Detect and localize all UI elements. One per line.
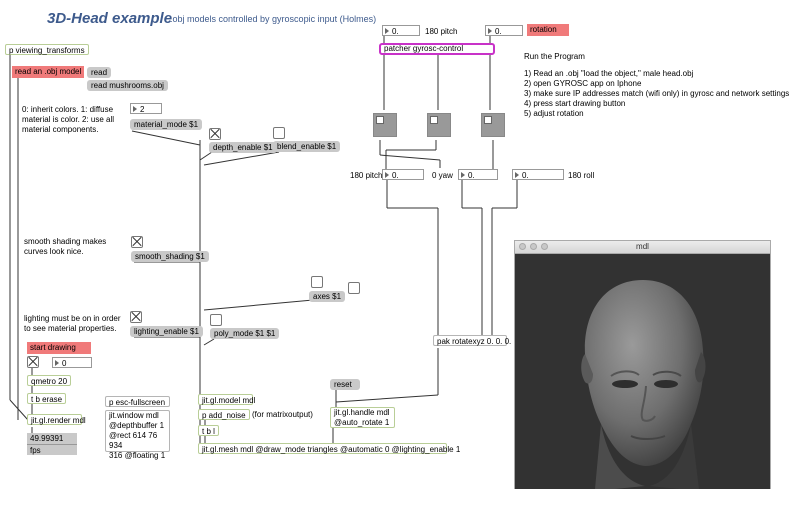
patcher-gyrosc-control[interactable]: patcher gyrosc-control [379,43,495,55]
pitch-label: 180 pitch [350,171,383,180]
yaw-label: 0 yaw [432,171,453,180]
read-model-button[interactable]: read an .obj model [12,66,85,78]
head-render [515,254,770,489]
page-subtitle: .obj models controlled by gyroscopic inp… [170,14,377,24]
axes-toggle[interactable] [311,276,323,288]
dial-yaw[interactable] [427,113,451,137]
lighting-comment: lighting must be on in order to see mate… [24,314,121,333]
mesh-object[interactable]: jit.gl.mesh mdl @draw_mode triangles @au… [198,443,460,454]
tb-erase-object[interactable]: t b erase [27,393,67,404]
poly-mode-message[interactable]: poly_mode $1 $1 [210,328,280,339]
window-object-line: @rect 614 76 934 [109,431,158,450]
rotation-number[interactable]: 0. [485,25,523,36]
rotation-label[interactable]: rotation [527,24,569,36]
run-step: 3) make sure IP addresses match (wifi on… [524,89,790,98]
window-object-line: 316 @floating 1 [109,451,166,460]
zoom-icon[interactable] [541,243,548,250]
handle-object[interactable]: jit.gl.handle mdl @auto_rotate 1 [330,407,395,428]
start-toggle[interactable] [27,356,39,368]
poly-mode-toggle[interactable] [210,314,222,326]
material-comment: 0: inherit colors. 1: diffuse material i… [22,105,115,134]
blend-enable-toggle[interactable] [273,127,285,139]
fps-label: fps [30,446,41,455]
smooth-comment: smooth shading makes curves look nice. [24,237,107,256]
fps-display: 49.99391 fps [27,433,77,455]
axes-extra-toggle[interactable] [348,282,360,294]
roll-label: 180 roll [568,171,595,180]
smooth-shading-message[interactable]: smooth_shading $1 [131,251,209,262]
window-object-line: jit.window mdl [109,411,159,420]
zero-number[interactable]: 0 [52,357,92,368]
start-drawing-button[interactable]: start drawing [27,342,91,354]
esc-fullscreen-object[interactable]: p esc-fullscreen [105,396,170,407]
pak-object[interactable]: pak rotatexyz 0. 0. 0. [433,335,511,346]
pitch-top-label: 180 pitch [425,27,458,36]
handle-object-line: jit.gl.handle mdl [334,408,390,417]
pitch-number[interactable]: 0. [382,169,424,180]
read-message[interactable]: read [87,67,112,78]
dial-roll[interactable] [481,113,505,137]
depth-enable-message[interactable]: depth_enable $1 [209,142,277,153]
smooth-shading-toggle[interactable] [131,236,143,248]
lighting-enable-toggle[interactable] [130,311,142,323]
fps-value: 49.99391 [27,433,77,445]
read-mushrooms-message[interactable]: read mushrooms.obj [87,80,168,91]
reset-message[interactable]: reset [330,379,360,390]
close-icon[interactable] [519,243,526,250]
run-step: 5) adjust rotation [524,109,584,118]
run-step: 2) open GYROSC app on Iphone [524,79,642,88]
window-object-line: @depthbuffer 1 [109,421,165,430]
blend-enable-message[interactable]: blend_enable $1 [273,141,341,152]
viewing-transforms-object[interactable]: p viewing_transforms [5,44,89,55]
tbl-object[interactable]: t b l [198,425,219,436]
window-titlebar[interactable]: mdl [515,241,770,254]
roll-number[interactable]: 0. [512,169,564,180]
yaw-number[interactable]: 0. [458,169,498,180]
pitch-top-number[interactable]: 0. [382,25,420,36]
add-noise-object[interactable]: p add_noise [198,409,250,420]
render-object[interactable]: jit.gl.render mdl [27,414,86,425]
run-step: 1) Read an .obj "load the object," male … [524,69,694,78]
window-object[interactable]: jit.window mdl @depthbuffer 1 @rect 614 … [105,410,170,460]
minimize-icon[interactable] [530,243,537,250]
qmetro-object[interactable]: qmetro 20 [27,375,72,386]
lighting-enable-message[interactable]: lighting_enable $1 [130,326,203,337]
page-title: 3D-Head example [47,10,173,27]
run-title: Run the Program [524,52,585,61]
run-step: 4) press start drawing button [524,99,626,108]
material-mode-message[interactable]: material_mode $1 [130,119,203,130]
render-window[interactable]: mdl [514,240,771,489]
depth-enable-toggle[interactable] [209,128,221,140]
dial-pitch[interactable] [373,113,397,137]
handle-object-line: @auto_rotate 1 [334,418,390,427]
model-object[interactable]: jit.gl.model mdl [198,394,255,405]
axes-message[interactable]: axes $1 [309,291,346,302]
material-mode-number[interactable]: 2 [130,103,162,114]
matrixoutput-comment: (for matrixoutput) [252,410,313,419]
window-title: mdl [636,242,649,251]
